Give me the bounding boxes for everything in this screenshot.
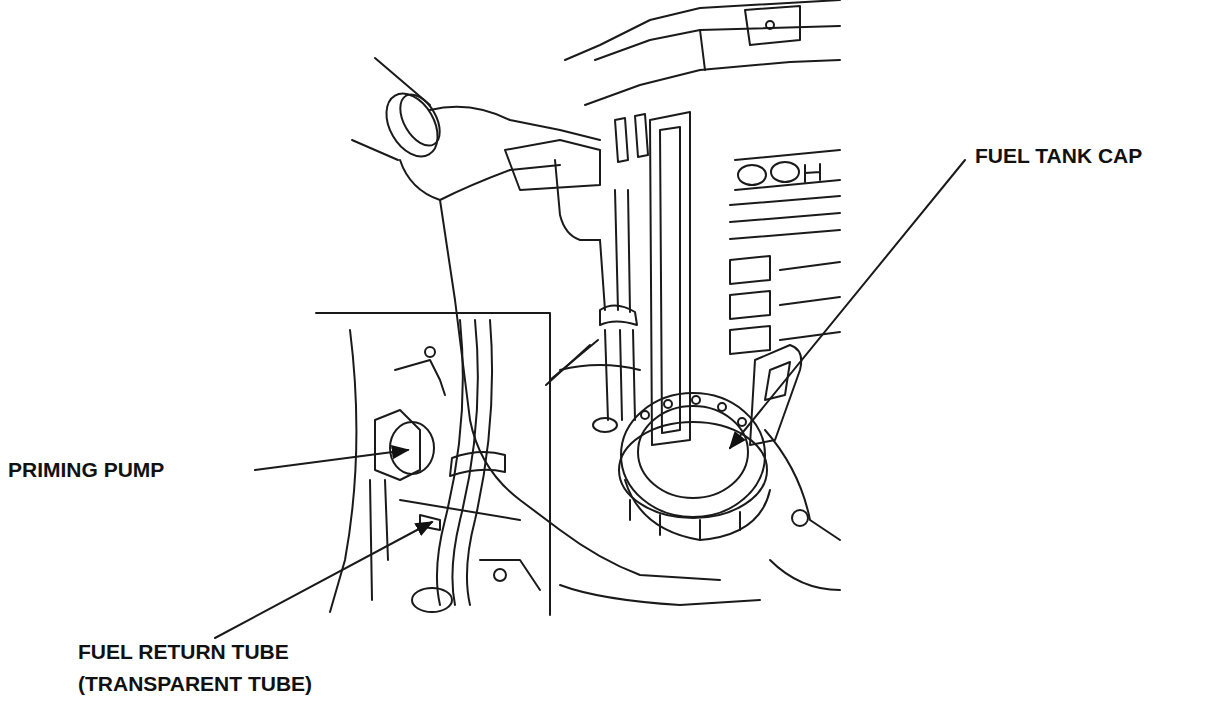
- part-label: FUEL RETURN TUBE (TRANSPARENT TUBE): [78, 636, 317, 700]
- part-label: PRIMING PUMP: [8, 454, 164, 486]
- part-label: FUEL TANK CAP: [975, 140, 1142, 172]
